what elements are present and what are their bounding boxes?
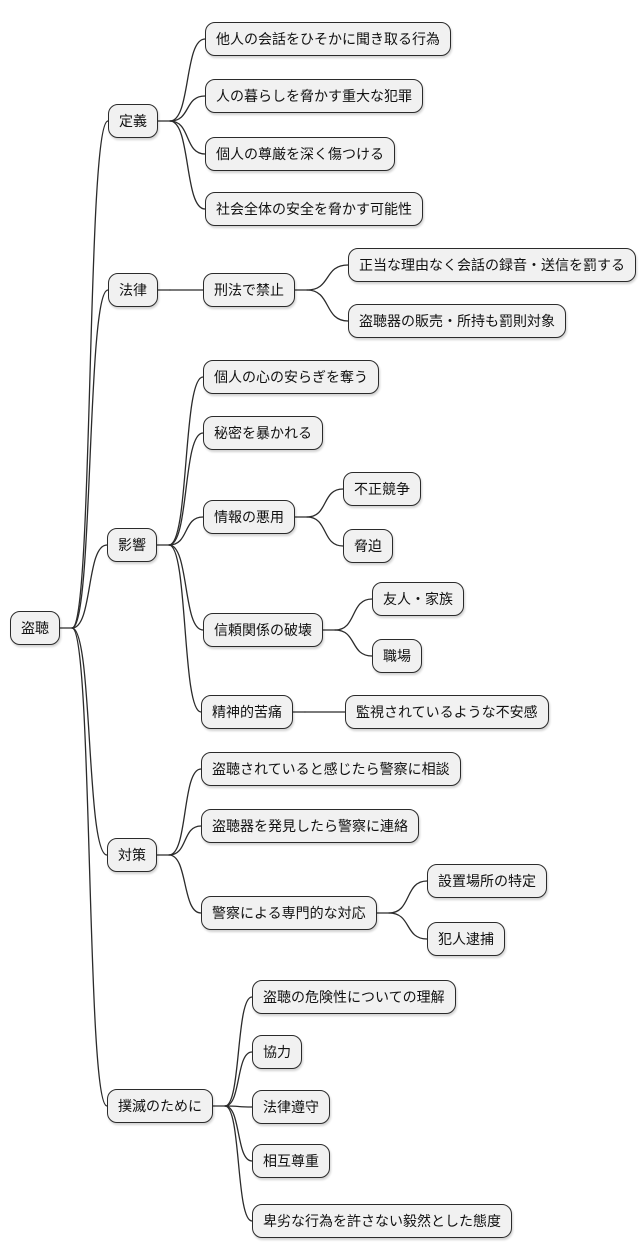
edge-touchou-houritsu — [71, 289, 109, 629]
mindmap-node-teigi-1: 他人の会話をひそかに聞き取る行為 — [205, 22, 451, 56]
edge-touchou-eikyou — [71, 544, 108, 629]
mindmap-node-bokumetsu-1: 盗聴の危険性についての理解 — [252, 980, 456, 1014]
edge-taisaku-keisatsu — [168, 854, 202, 914]
edge-bokumetsu-bokumetsu-5 — [224, 1105, 253, 1222]
mindmap-node-keisatsu-2: 犯人逮捕 — [427, 922, 505, 956]
edge-eikyou-seishin — [168, 544, 202, 713]
edge-jouhou-jouhou-1 — [306, 488, 344, 518]
edge-teigi-teigi-2 — [169, 95, 206, 122]
edge-shinrai-shinrai-2 — [334, 629, 373, 657]
mindmap-node-seishin: 精神的苦痛 — [201, 695, 293, 729]
mindmap-node-teigi-2: 人の暮らしを脅かす重大な犯罪 — [205, 79, 423, 113]
edge-keisatsu-keisatsu-2 — [388, 912, 428, 940]
mindmap-node-taisaku: 対策 — [107, 838, 157, 872]
edge-keihou-keihou-1 — [306, 264, 349, 291]
mindmap-node-teigi-4: 社会全体の安全を脅かす可能性 — [205, 192, 423, 226]
mindmap-node-bokumetsu-3: 法律遵守 — [252, 1090, 330, 1124]
mindmap-node-touchou: 盗聴 — [10, 611, 60, 645]
edge-teigi-teigi-1 — [169, 38, 206, 122]
mindmap-node-keihou-1: 正当な理由なく会話の録音・送信を罰する — [348, 248, 636, 282]
mindmap-node-jouhou: 情報の悪用 — [203, 500, 295, 534]
mindmap-node-keihou-2: 盗聴器の販売・所持も罰則対象 — [348, 304, 566, 338]
mindmap-node-bokumetsu: 撲滅のために — [107, 1089, 213, 1123]
edge-bokumetsu-bokumetsu-3 — [224, 1105, 253, 1108]
mindmap-node-bokumetsu-5: 卑劣な行為を許さない毅然とした態度 — [252, 1204, 512, 1238]
edge-teigi-teigi-4 — [169, 120, 206, 210]
edge-bokumetsu-bokumetsu-4 — [224, 1105, 253, 1162]
edge-touchou-taisaku — [71, 627, 108, 856]
edge-touchou-bokumetsu — [71, 627, 108, 1107]
mindmap-node-eikyou-1: 個人の心の安らぎを奪う — [203, 360, 379, 394]
edge-bokumetsu-bokumetsu-1 — [224, 996, 253, 1107]
edge-shinrai-shinrai-1 — [334, 598, 373, 631]
mindmap-node-seishin-1: 監視されているような不安感 — [345, 695, 549, 729]
mindmap-node-eikyou: 影響 — [107, 528, 157, 562]
mindmap-node-shinrai-1: 友人・家族 — [372, 582, 464, 616]
edge-eikyou-jouhou — [168, 516, 204, 546]
mindmap-node-bokumetsu-4: 相互尊重 — [252, 1144, 330, 1178]
mindmap-node-shinrai: 信頼関係の破壊 — [203, 613, 323, 647]
edge-taisaku-taisaku-1 — [168, 768, 202, 856]
edge-taisaku-taisaku-2 — [168, 825, 202, 856]
mindmap-node-eikyou-2: 秘密を暴かれる — [203, 416, 323, 450]
mindmap-node-bokumetsu-2: 協力 — [252, 1035, 302, 1069]
mindmap-node-teigi: 定義 — [108, 104, 158, 138]
edge-keihou-keihou-2 — [306, 289, 349, 322]
edge-teigi-teigi-3 — [169, 120, 206, 155]
edge-eikyou-shinrai — [168, 544, 204, 631]
edge-jouhou-jouhou-2 — [306, 516, 344, 547]
mindmap-node-keisatsu-1: 設置場所の特定 — [427, 864, 547, 898]
mindmap-node-taisaku-2: 盗聴器を発見したら警察に連絡 — [201, 809, 419, 843]
mindmap-node-houritsu: 法律 — [108, 273, 158, 307]
edge-touchou-teigi — [71, 120, 109, 629]
edge-keisatsu-keisatsu-1 — [388, 880, 428, 914]
mindmap-node-shinrai-2: 職場 — [372, 639, 422, 673]
edge-bokumetsu-bokumetsu-2 — [224, 1051, 253, 1107]
edge-eikyou-eikyou-1 — [168, 376, 204, 546]
mindmap-node-jouhou-1: 不正競争 — [343, 472, 421, 506]
edge-eikyou-eikyou-2 — [168, 432, 204, 546]
mindmap-node-taisaku-1: 盗聴されていると感じたら警察に相談 — [201, 752, 461, 786]
mindmap-node-keihou: 刑法で禁止 — [203, 273, 295, 307]
mindmap-node-teigi-3: 個人の尊厳を深く傷つける — [205, 137, 395, 171]
mindmap-node-jouhou-2: 脅迫 — [343, 529, 393, 563]
mindmap-node-keisatsu: 警察による専門的な対応 — [201, 896, 377, 930]
